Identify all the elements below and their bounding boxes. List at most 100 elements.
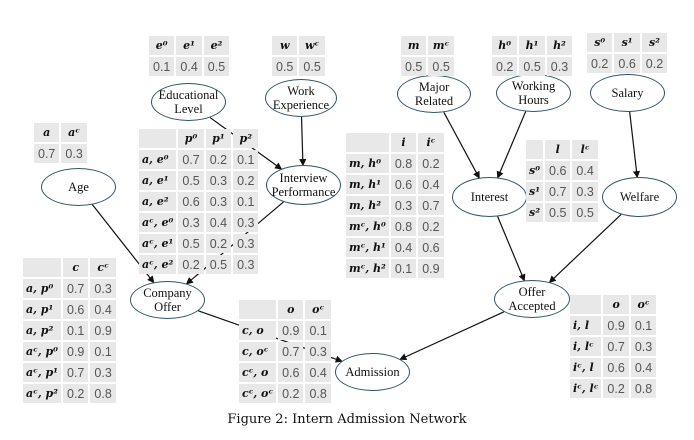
probability-cell: 0.7 xyxy=(34,144,60,163)
row-header: a, p¹ xyxy=(23,300,61,319)
probability-cell: 0.3 xyxy=(233,234,259,253)
column-header xyxy=(570,295,602,314)
column-header: o xyxy=(278,300,304,319)
column-header: wᶜ xyxy=(299,36,325,55)
column-header: h¹ xyxy=(519,36,545,55)
probability-cell: 0.3 xyxy=(546,57,573,76)
probability-cell: 0.4 xyxy=(390,238,417,257)
column-header: iᶜ xyxy=(418,133,444,152)
column-header: c xyxy=(63,258,89,277)
probability-cell: 0.2 xyxy=(418,217,444,236)
probability-cell: 0.8 xyxy=(390,154,417,173)
probability-cell: 0.2 xyxy=(63,384,89,403)
column-header: e² xyxy=(203,36,230,55)
probability-cell: 0.4 xyxy=(176,57,202,76)
probability-cell: 0.6 xyxy=(545,161,571,180)
row-header: mᶜ, h⁰ xyxy=(346,217,389,236)
node-working-hours: Working Hours xyxy=(496,74,571,112)
row-header: a, e¹ xyxy=(139,171,177,190)
column-header: e¹ xyxy=(176,36,202,55)
row-header: a, p⁰ xyxy=(23,279,61,298)
row-header: aᶜ, p⁰ xyxy=(23,342,61,361)
probability-cell: 0.8 xyxy=(305,384,331,403)
probability-cell: 0.2 xyxy=(587,54,613,73)
row-header: i, lᶜ xyxy=(570,337,602,356)
node-salary: Salary xyxy=(590,74,665,112)
probability-cell: 0.5 xyxy=(205,255,232,274)
probability-cell: 0.6 xyxy=(390,175,417,194)
column-header: p⁰ xyxy=(178,129,204,148)
edge-welfare-to-offer-accepted xyxy=(548,213,622,284)
row-header: aᶜ, p² xyxy=(23,384,61,403)
probability-cell: 0.2 xyxy=(492,57,518,76)
row-header: s² xyxy=(526,203,544,222)
probability-cell: 0.9 xyxy=(603,316,629,335)
row-header: a, p² xyxy=(23,321,61,340)
column-header: e⁰ xyxy=(149,36,175,55)
row-header: m, h⁰ xyxy=(346,154,389,173)
row-header: s¹ xyxy=(526,182,544,201)
node-admission: Admission xyxy=(335,353,410,391)
probability-cell: 0.2 xyxy=(641,54,668,73)
probability-cell: 0.1 xyxy=(630,316,657,335)
row-header: c, o xyxy=(239,321,277,340)
probability-cell: 0.5 xyxy=(545,203,571,222)
probability-cell: 0.3 xyxy=(233,213,259,232)
node-welfare: Welfare xyxy=(602,177,677,217)
edge-interest-to-offer-accepted xyxy=(497,216,526,282)
edge-working-hours-to-interest xyxy=(496,111,527,179)
row-header: cᶜ, oᶜ xyxy=(239,384,277,403)
column-header: aᶜ xyxy=(61,123,87,142)
column-header: oᶜ xyxy=(305,300,331,319)
probability-cell: 0.3 xyxy=(390,196,417,215)
column-header: w xyxy=(272,36,298,55)
column-header xyxy=(239,300,277,319)
probability-cell: 0.2 xyxy=(178,255,204,274)
probability-cell: 0.4 xyxy=(305,363,331,382)
probability-cell: 0.1 xyxy=(233,150,259,169)
column-header: i xyxy=(390,133,417,152)
column-header: p¹ xyxy=(205,129,232,148)
column-header: oᶜ xyxy=(630,295,657,314)
probability-cell: 0.4 xyxy=(572,161,598,180)
row-header: a, e⁰ xyxy=(139,150,177,169)
row-header: aᶜ, e⁰ xyxy=(139,213,177,232)
row-header: a, e² xyxy=(139,192,177,211)
probability-cell: 0.5 xyxy=(428,57,454,76)
probability-cell: 0.5 xyxy=(178,234,204,253)
column-header: lᶜ xyxy=(572,140,598,159)
probability-cell: 0.6 xyxy=(278,363,304,382)
probability-cell: 0.7 xyxy=(545,182,571,201)
probability-cell: 0.1 xyxy=(233,192,259,211)
row-header: aᶜ, e¹ xyxy=(139,234,177,253)
probability-cell: 0.3 xyxy=(305,342,331,361)
probability-cell: 0.2 xyxy=(205,150,232,169)
probability-cell: 0.8 xyxy=(90,384,116,403)
row-header: m, h² xyxy=(346,196,389,215)
node-interview-performance: Interview Performance xyxy=(266,165,341,205)
column-header: a xyxy=(34,123,60,142)
node-interest: Interest xyxy=(452,177,527,217)
column-header: m xyxy=(401,36,427,55)
probability-cell: 0.3 xyxy=(572,182,598,201)
